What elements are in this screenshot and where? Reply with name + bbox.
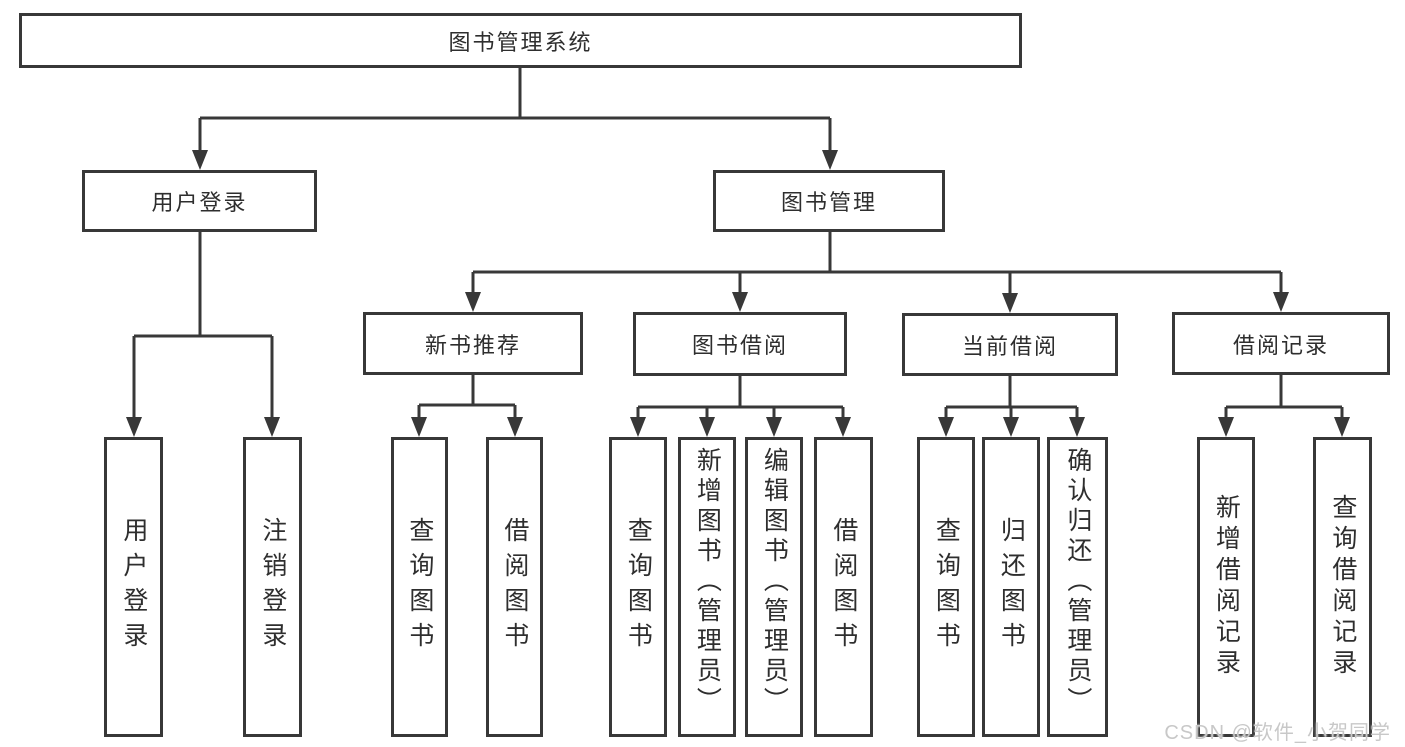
node-label: 新书推荐 xyxy=(424,332,521,358)
leaf-label: 查询图书 xyxy=(932,517,961,657)
leaf-label: 新增借阅记录 xyxy=(1212,494,1241,680)
node-label: 当前借阅 xyxy=(961,333,1058,359)
node-book-management: 图书管理 xyxy=(713,170,945,232)
leaf-label: 查询图书 xyxy=(624,517,653,657)
leaf-label: 确认归还（管理员） xyxy=(1063,447,1092,717)
node-new-book-recommend: 新书推荐 xyxy=(363,312,583,375)
leaf-label: 查询借阅记录 xyxy=(1328,494,1357,680)
leaf-logout: 注销登录 xyxy=(243,437,302,737)
leaf-confirm-return-admin: 确认归还（管理员） xyxy=(1047,437,1108,737)
node-current-borrowing: 当前借阅 xyxy=(902,313,1118,376)
node-label: 图书管理系统 xyxy=(448,29,593,55)
leaf-label: 借阅图书 xyxy=(500,517,529,657)
leaf-label: 编辑图书（管理员） xyxy=(760,447,789,717)
leaf-add-borrow-record: 新增借阅记录 xyxy=(1197,437,1255,737)
leaf-edit-book-admin: 编辑图书（管理员） xyxy=(745,437,803,737)
leaf-borrow-books-recommend: 借阅图书 xyxy=(486,437,543,737)
leaf-user-login: 用户登录 xyxy=(104,437,163,737)
leaf-label: 借阅图书 xyxy=(829,517,858,657)
node-borrowing-records: 借阅记录 xyxy=(1172,312,1390,375)
leaf-borrow-books-borrowing: 借阅图书 xyxy=(814,437,873,737)
node-user-login: 用户登录 xyxy=(82,170,317,232)
node-label: 图书管理 xyxy=(780,190,877,215)
node-book-borrowing: 图书借阅 xyxy=(633,312,847,376)
arrowheads xyxy=(126,150,1350,437)
leaf-label: 用户登录 xyxy=(119,517,148,657)
leaf-query-books-current: 查询图书 xyxy=(917,437,975,737)
leaf-label: 归还图书 xyxy=(997,517,1026,657)
node-label: 图书借阅 xyxy=(691,333,788,358)
node-label: 借阅记录 xyxy=(1232,332,1329,358)
leaf-return-books: 归还图书 xyxy=(982,437,1040,737)
leaf-query-books-borrowing: 查询图书 xyxy=(609,437,667,737)
watermark: CSDN @软件_小贺同学 xyxy=(1164,722,1391,744)
leaf-label: 查询图书 xyxy=(405,517,434,657)
leaf-label: 新增图书（管理员） xyxy=(693,447,722,717)
leaf-label: 注销登录 xyxy=(258,517,287,657)
node-book-management-system: 图书管理系统 xyxy=(19,13,1022,68)
leaf-add-book-admin: 新增图书（管理员） xyxy=(678,437,736,737)
leaf-query-books-recommend: 查询图书 xyxy=(391,437,448,737)
node-label: 用户登录 xyxy=(151,190,248,215)
leaf-query-borrow-record: 查询借阅记录 xyxy=(1313,437,1372,737)
